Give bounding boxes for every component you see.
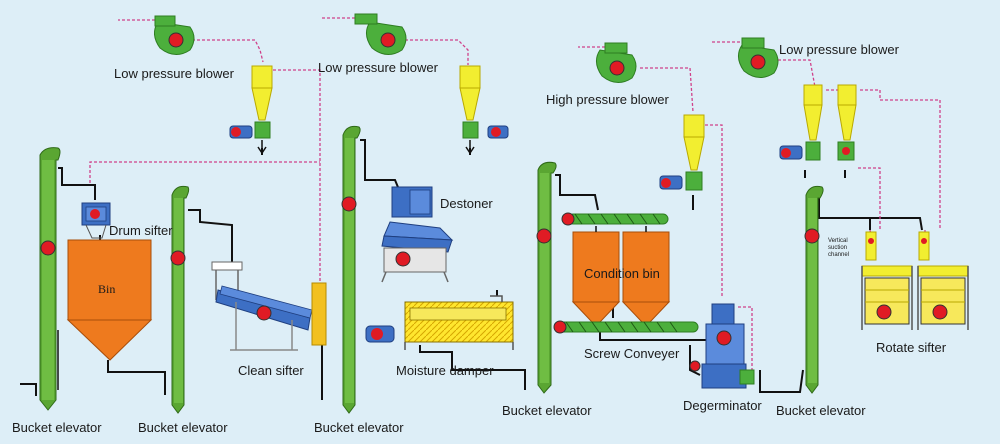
drum-sifter	[81, 202, 111, 239]
high-pressure-blower	[596, 42, 637, 83]
low-pressure-blower-2	[354, 13, 407, 55]
destoner	[381, 186, 454, 283]
cyclone-2	[459, 65, 509, 155]
screw-conveyor-top	[561, 212, 669, 226]
label-low-pressure-blower-3: Low pressure blower	[779, 42, 899, 57]
label-vertical-suction-channel: Vertical suction channel	[828, 238, 850, 258]
bin	[66, 239, 153, 361]
label-bucket-elevator-2: Bucket elevator	[138, 420, 228, 435]
label-bucket-elevator-5: Bucket elevator	[776, 403, 866, 418]
bucket-elevator-3	[341, 125, 361, 414]
bucket-elevator-2	[170, 185, 190, 414]
low-pressure-blower-3	[738, 37, 779, 78]
label-clean-sifter: Clean sifter	[238, 363, 304, 378]
degerminator	[689, 303, 755, 389]
screw-conveyor-bottom	[553, 320, 699, 334]
label-drum-sifter: Drum sifter	[109, 223, 173, 238]
elevator-motor-dot	[170, 250, 186, 266]
cyclone-5	[837, 84, 857, 161]
label-bucket-elevator-4: Bucket elevator	[502, 403, 592, 418]
low-pressure-blower-1	[154, 15, 195, 55]
cyclone-1	[229, 65, 273, 155]
label-rotate-sifter: Rotate sifter	[876, 340, 947, 355]
label-destoner: Destoner	[440, 196, 493, 211]
label-bin: Bin	[98, 282, 116, 296]
vertical-suction-channels	[865, 231, 930, 261]
label-bucket-elevator-3: Bucket elevator	[314, 420, 404, 435]
clean-sifter	[211, 261, 327, 351]
moisture-damper	[365, 295, 514, 350]
material-pipes	[20, 139, 923, 400]
label-moisture-damper: Moisture damper	[396, 363, 494, 378]
cyclone-3	[659, 114, 705, 191]
rotate-sifter-2	[917, 265, 969, 330]
elevator-motor-dot	[536, 228, 552, 244]
label-high-pressure-blower: High pressure blower	[546, 92, 669, 107]
elevator-motor-dot	[804, 228, 820, 244]
elevator-motor-dot	[341, 196, 357, 212]
bucket-elevator-4	[536, 161, 557, 394]
label-screw-conveyer: Screw Conveyer	[584, 346, 680, 361]
cyclone-4	[779, 84, 823, 161]
bucket-elevator-1	[39, 147, 61, 411]
label-bucket-elevator-1: Bucket elevator	[12, 420, 102, 435]
condition-bins	[571, 226, 671, 323]
label-low-pressure-blower-2: Low pressure blower	[318, 60, 438, 75]
bucket-elevator-5	[804, 185, 824, 394]
elevator-motor-dot	[40, 240, 56, 256]
air-ducts	[89, 17, 941, 381]
label-degerminator: Degerminator	[683, 398, 762, 413]
label-condition-bin: Condition bin	[584, 266, 660, 281]
rotate-sifter-1	[861, 265, 913, 330]
label-low-pressure-blower-1: Low pressure blower	[114, 66, 234, 81]
